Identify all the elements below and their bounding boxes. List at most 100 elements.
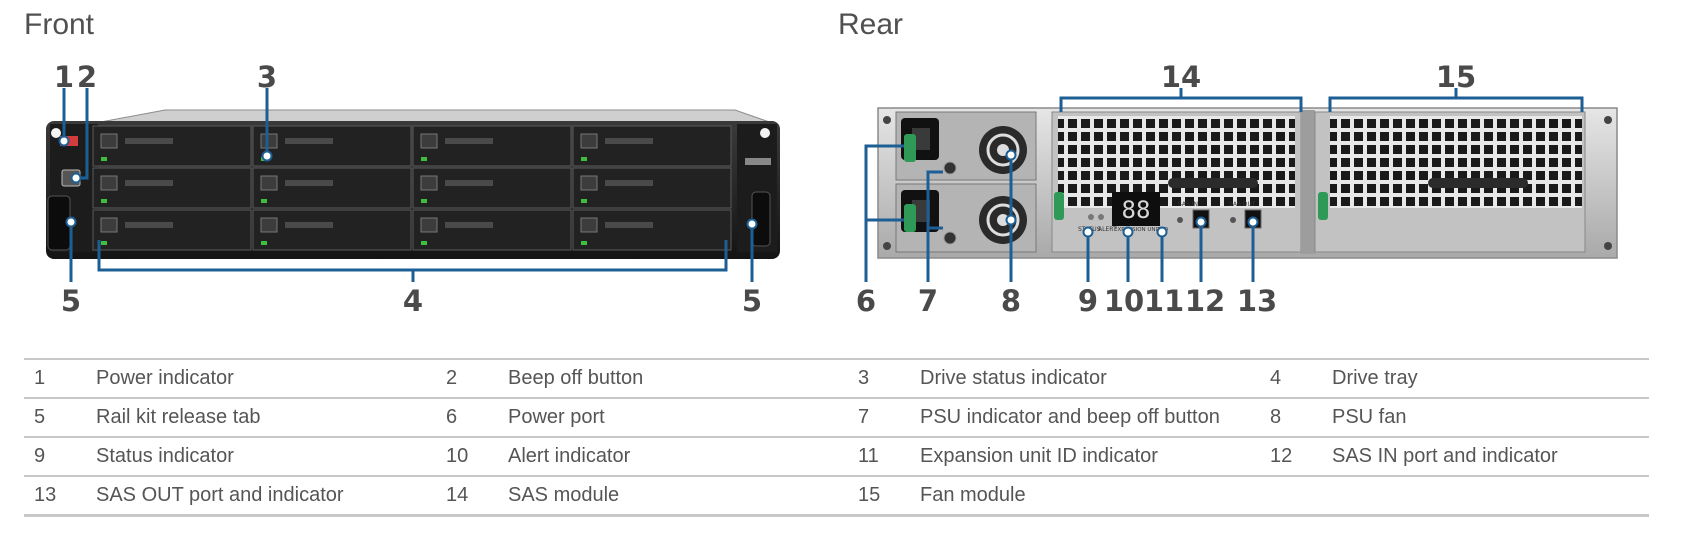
legend-label: Alert indicator	[508, 445, 631, 467]
drive-status-led	[101, 157, 107, 161]
drive-tray[interactable]	[92, 125, 252, 167]
callout-line-15	[1328, 88, 1584, 112]
sas-out-label: SAS OUT	[1229, 201, 1256, 208]
drive-tray[interactable]	[572, 167, 732, 209]
drive-tray[interactable]	[412, 125, 572, 167]
drive-status-led	[421, 157, 427, 161]
drive-tray[interactable]	[92, 167, 252, 209]
drive-tray[interactable]	[252, 167, 412, 209]
psu-indicator-2[interactable]	[943, 231, 957, 245]
drive-status-led	[581, 157, 587, 161]
callout-13: 13	[1237, 284, 1277, 318]
drive-tray[interactable]	[572, 125, 732, 167]
callout-11: 11	[1144, 284, 1184, 318]
drive-tray[interactable]	[252, 209, 412, 251]
callout-line-4	[97, 240, 728, 282]
sas-module: 88 STATUS ALERT EXPANSION UNIT ID SAS IN…	[1051, 111, 1302, 253]
legend-label: Drive tray	[1332, 367, 1418, 389]
legend-number: 3	[858, 367, 870, 389]
fan-module-latch[interactable]	[1318, 192, 1328, 220]
callout-line-7	[926, 170, 943, 282]
front-chassis	[46, 109, 780, 259]
sas-in-label: SAS IN	[1178, 201, 1198, 208]
legend-label: SAS IN port and indicator	[1332, 445, 1558, 467]
drive-tray-latch[interactable]	[260, 217, 278, 233]
drive-tray-latch[interactable]	[260, 133, 278, 149]
legend-number: 10	[446, 445, 469, 467]
legend-number: 8	[1270, 406, 1282, 428]
fan-module	[1314, 111, 1586, 253]
sas-module-handle[interactable]	[1168, 178, 1258, 188]
callout-8: 8	[1001, 284, 1021, 318]
legend-number: 4	[1270, 367, 1282, 389]
drive-status-led	[101, 241, 107, 245]
drive-tray[interactable]	[92, 209, 252, 251]
expansion-id-display	[1112, 192, 1160, 226]
rear-callouts: 6 7 8 9 10 11 12 13 14 15	[856, 60, 1476, 318]
rail-release-tab-right[interactable]	[751, 191, 771, 247]
drive-tray-latch[interactable]	[260, 175, 278, 191]
drive-tray-latch[interactable]	[100, 133, 118, 149]
drive-tray-latch[interactable]	[580, 133, 598, 149]
legend-label: PSU indicator and beep off button	[920, 406, 1220, 428]
sas-out-led	[1230, 217, 1236, 223]
legend-number: 2	[446, 367, 458, 389]
drive-tray-latch[interactable]	[420, 175, 438, 191]
legend-number: 14	[446, 483, 469, 506]
callout-2: 2	[77, 60, 97, 94]
psu-indicator-1[interactable]	[943, 161, 957, 175]
callout-line-14	[1059, 88, 1303, 112]
fan-module-handle[interactable]	[1428, 178, 1528, 188]
callout-5-left: 5	[61, 284, 81, 318]
drive-tray-latch[interactable]	[580, 175, 598, 191]
callout-9: 9	[1078, 284, 1098, 318]
drive-tray-latch[interactable]	[420, 217, 438, 233]
legend-number: 15	[858, 483, 881, 506]
legend-number: 12	[1270, 445, 1293, 467]
front-heading: Front	[24, 8, 95, 41]
legend-label: Expansion unit ID indicator	[920, 445, 1158, 467]
callout-5-right: 5	[742, 284, 762, 318]
legend-number: 6	[446, 406, 458, 428]
psu-latch-1[interactable]	[904, 134, 916, 162]
mount-hole	[760, 128, 770, 138]
legend-label: Power indicator	[96, 367, 234, 389]
legend-label: Power port	[508, 406, 605, 428]
callout-7: 7	[918, 284, 938, 318]
front-callouts: 1 2 3 4 5 5	[54, 60, 762, 318]
fan-module-vent	[1330, 116, 1582, 208]
legend-number: 9	[34, 445, 46, 467]
callout-15: 15	[1436, 60, 1476, 94]
alert-led	[1098, 214, 1104, 220]
expansion-id-label: EXPANSION UNIT ID	[1114, 227, 1168, 233]
drive-tray-latch[interactable]	[100, 175, 118, 191]
drive-status-led	[101, 199, 107, 203]
module-divider	[1301, 110, 1315, 254]
psu-latch-2[interactable]	[904, 204, 916, 232]
drive-tray[interactable]	[412, 167, 572, 209]
legend-label: SAS OUT port and indicator	[96, 483, 344, 506]
drive-tray[interactable]	[412, 209, 572, 251]
legend-label: Beep off button	[508, 367, 644, 389]
callout-3: 3	[257, 60, 277, 94]
legend-label: Fan module	[920, 483, 1026, 506]
drive-tray-latch[interactable]	[100, 217, 118, 233]
alert-label: ALERT	[1098, 226, 1117, 233]
drive-tray-latch[interactable]	[420, 133, 438, 149]
callout-1: 1	[54, 60, 74, 94]
drive-tray[interactable]	[252, 125, 412, 167]
legend-label: Drive status indicator	[920, 367, 1107, 389]
drive-status-led	[581, 241, 587, 245]
drive-status-led	[421, 199, 427, 203]
drive-tray[interactable]	[572, 209, 732, 251]
drive-status-led	[421, 241, 427, 245]
psu-1	[895, 111, 1037, 181]
sas-in-led	[1177, 217, 1183, 223]
drive-tray-latch[interactable]	[580, 217, 598, 233]
sas-module-latch[interactable]	[1054, 192, 1064, 220]
legend-number	[1260, 476, 1332, 515]
legend-label: SAS module	[508, 483, 620, 506]
callout-12: 12	[1185, 284, 1225, 318]
